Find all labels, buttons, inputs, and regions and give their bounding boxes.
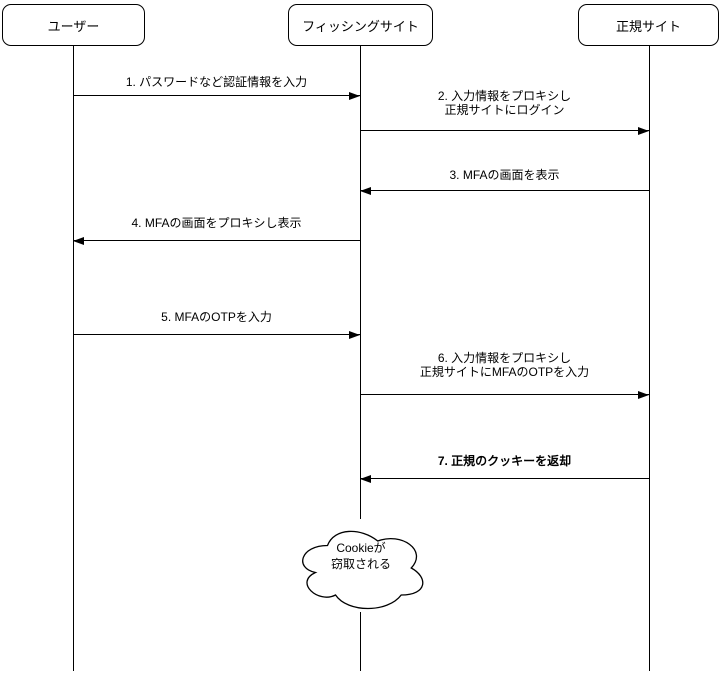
message-label-5: 5. MFAのOTPを入力: [73, 310, 360, 325]
message-arrow-3: [360, 186, 649, 195]
arrowhead-right-icon: [349, 91, 360, 100]
message-arrow-1: [73, 91, 360, 100]
message-line: 6. 入力情報をプロキシし: [437, 351, 572, 365]
arrowhead-right-icon: [638, 126, 649, 135]
message-label-7: 7. 正規のクッキーを返却: [360, 454, 649, 469]
cloud-text-line: Cookieが: [336, 541, 386, 555]
arrowhead-left-icon: [360, 186, 371, 195]
message-line: 1. パスワードなど認証情報を入力: [125, 75, 308, 89]
actor-phishing-site: フィッシングサイト: [288, 4, 433, 46]
lifeline-legit-site: [649, 46, 651, 671]
message-line: 4. MFAの画面をプロキシし表示: [131, 216, 302, 230]
message-arrow-4: [73, 236, 360, 245]
lifeline-phishing-site-upper: [360, 46, 362, 519]
message-arrow-5: [73, 330, 360, 339]
message-arrow-6: [360, 390, 649, 399]
message-arrow-2: [360, 126, 649, 135]
message-line: 2. 入力情報をプロキシし: [437, 89, 572, 103]
actor-user-label: ユーザー: [47, 18, 100, 34]
message-label-4: 4. MFAの画面をプロキシし表示: [73, 216, 360, 231]
arrowhead-left-icon: [360, 474, 371, 483]
cloud-icon: [302, 530, 424, 610]
actor-user: ユーザー: [2, 4, 145, 46]
actor-legit-site: 正規サイト: [578, 4, 719, 46]
message-line: 5. MFAのOTPを入力: [161, 310, 272, 324]
message-line: 7. 正規のクッキーを返却: [437, 454, 572, 468]
actor-legit-site-label: 正規サイト: [615, 18, 681, 34]
arrowhead-right-icon: [638, 390, 649, 399]
message-label-3: 3. MFAの画面を表示: [360, 168, 649, 183]
message-arrow-7: [360, 474, 649, 483]
cloud-annotation-label: Cookieが 窃取される: [293, 540, 429, 572]
message-line: 正規サイトにログイン: [444, 102, 565, 117]
arrowhead-left-icon: [73, 236, 84, 245]
message-line: 3. MFAの画面を表示: [449, 168, 560, 182]
message-label-6: 6. 入力情報をプロキシし 正規サイトにMFAのOTPを入力: [360, 351, 649, 379]
actor-phishing-site-label: フィッシングサイト: [302, 18, 419, 34]
message-line: 正規サイトにMFAのOTPを入力: [419, 364, 590, 379]
message-label-1: 1. パスワードなど認証情報を入力: [73, 75, 360, 90]
message-label-2: 2. 入力情報をプロキシし 正規サイトにログイン: [360, 89, 649, 117]
lifeline-user: [73, 46, 75, 671]
lifeline-phishing-site-lower: [360, 612, 362, 671]
arrowhead-right-icon: [349, 330, 360, 339]
cloud-text-line: 窃取される: [330, 557, 391, 571]
cloud-annotation: [293, 522, 429, 619]
